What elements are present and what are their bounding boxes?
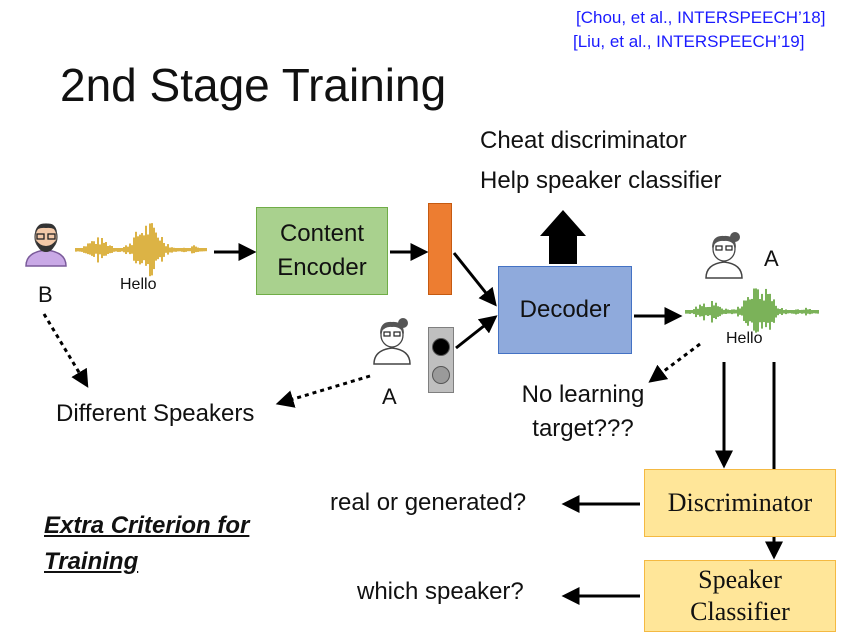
reference-liu: [Liu, et al., INTERSPEECH’19]	[573, 32, 805, 51]
content-encoder-line2: Encoder	[277, 254, 367, 281]
different-speakers-label: Different Speakers	[56, 400, 255, 427]
goal-help-speaker-classifier: Help speaker classifier	[480, 167, 722, 194]
extra-criterion-line2: Training	[44, 548, 139, 575]
content-encoder-line1: Content	[279, 220, 365, 247]
no-learning-target-line1: No learning	[521, 381, 645, 408]
extra-criterion-line1: Extra Criterion for	[44, 512, 250, 539]
extra-criterion-note: Extra Criterion for Training	[44, 508, 249, 580]
speaker-classifier-line2: Classifier	[690, 597, 790, 626]
speaker-vector-dot-inactive	[432, 366, 450, 384]
dotted-arrow-output-to-question	[648, 342, 701, 383]
input-waveform	[75, 223, 207, 277]
reference-chou: [Chou, et al., INTERSPEECH’18]	[576, 8, 826, 27]
speaker-a-label: A	[382, 384, 397, 409]
arrow-speaker-to-decoder	[455, 315, 498, 350]
output-word-label: Hello	[726, 330, 763, 347]
content-encoder-box: Content Encoder	[256, 207, 388, 295]
goal-cheat-discriminator: Cheat discriminator	[480, 127, 687, 154]
classifier-question: which speaker?	[357, 578, 524, 605]
decoder-box: Decoder	[498, 266, 632, 354]
speaker-vector	[428, 327, 454, 393]
output-speaker-a-label: A	[764, 246, 779, 271]
speaker-vector-dot-active	[432, 338, 450, 356]
discriminator-question: real or generated?	[330, 489, 527, 516]
speaker-b-label: B	[38, 282, 53, 307]
no-learning-target-label: No learning target???	[508, 378, 658, 446]
no-learning-target-line2: target???	[532, 415, 634, 442]
big-up-arrow-icon	[540, 210, 586, 264]
discriminator-label: Discriminator	[667, 488, 813, 517]
speaker-b-avatar-icon	[25, 223, 67, 267]
slide-title: 2nd Stage Training	[60, 59, 447, 111]
dotted-arrow-b-to-speakers	[42, 313, 89, 388]
content-vector	[428, 203, 452, 295]
arrow-content-to-decoder	[452, 252, 497, 307]
output-speaker-a-avatar-icon	[705, 232, 743, 279]
input-word-label: Hello	[120, 276, 157, 293]
output-waveform	[685, 288, 819, 333]
speaker-classifier-line1: Speaker	[698, 565, 782, 594]
dotted-arrow-a-to-speakers	[275, 374, 371, 408]
decoder-label: Decoder	[519, 296, 611, 323]
discriminator-box: Discriminator	[644, 469, 836, 537]
speaker-classifier-box: Speaker Classifier	[644, 560, 836, 632]
speaker-a-avatar-icon	[373, 318, 411, 365]
